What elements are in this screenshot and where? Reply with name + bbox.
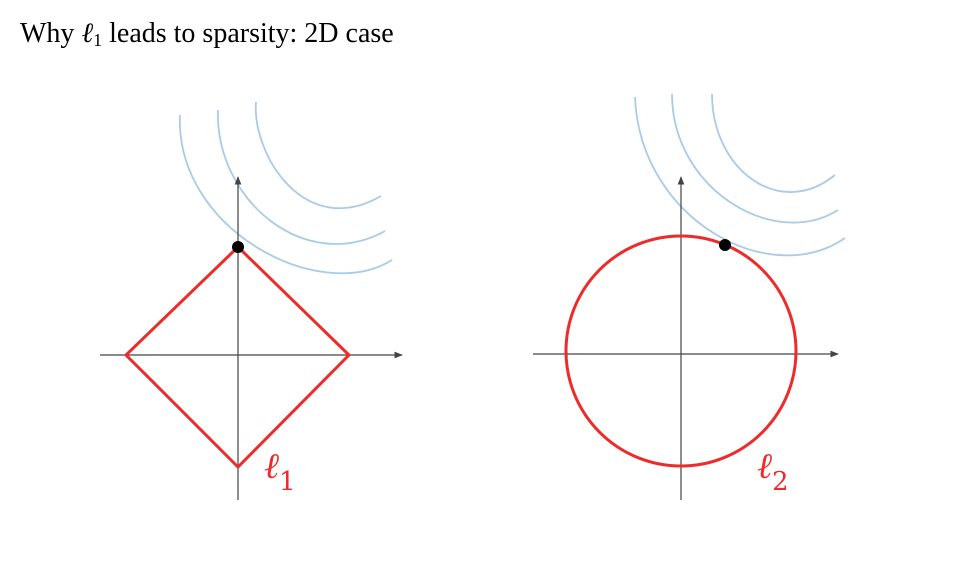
l1-label-subscript: 1 [279, 467, 296, 497]
l1-label: ℓ1 [264, 446, 296, 497]
l2-contour-inner [711, 93, 836, 193]
l2-contour-lines [634, 93, 846, 257]
slide-title: Why ℓ1 leads to sparsity: 2D case [20, 18, 394, 51]
l1-solution-point [232, 241, 244, 253]
title-ell-symbol: ℓ [81, 18, 94, 49]
l1-contour-middle [217, 109, 386, 245]
l2-label: ℓ2 [757, 446, 789, 497]
l2-panel: ℓ2 [533, 93, 846, 500]
l1-contour-inner [255, 101, 382, 210]
l2-solution-point [719, 239, 731, 251]
l2-contour-outer [634, 96, 846, 257]
l2-label-subscript: 2 [772, 467, 789, 497]
l2-contour-middle [671, 93, 839, 224]
l1-contour-outer [179, 114, 393, 275]
l2-label-symbol: ℓ [757, 446, 772, 487]
l1-diamond [123, 244, 352, 470]
l1-label-symbol: ℓ [264, 446, 279, 487]
l2-circle [564, 234, 798, 468]
title-suffix: leads to sparsity: 2D case [102, 18, 394, 49]
l1-panel: ℓ1 [100, 101, 403, 500]
l1-contour-lines [179, 101, 393, 275]
title-prefix: Why [20, 18, 82, 49]
title-ell-subscript: 1 [93, 30, 103, 50]
